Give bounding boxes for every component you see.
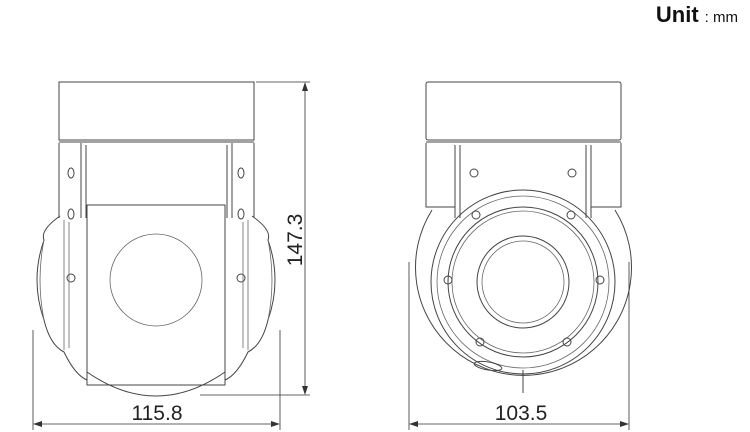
side-top-housing	[425, 81, 622, 141]
front-height-dim: 147.3	[284, 214, 307, 267]
front-bracket	[58, 143, 255, 218]
front-width-dim: 115.8	[132, 402, 183, 425]
side-lens	[476, 235, 570, 329]
side-view: 103.5	[408, 81, 632, 430]
front-lens	[109, 233, 203, 327]
unit-label: Unit : mm	[656, 2, 738, 28]
side-outer-ring	[430, 189, 616, 375]
side-ball-outline	[415, 209, 632, 376]
front-center-block	[86, 204, 226, 386]
front-view: 115.8 147.3	[32, 81, 310, 430]
unit-value: : mm	[704, 9, 738, 26]
front-ball-bottom	[86, 371, 226, 397]
unit-title: Unit	[655, 2, 699, 27]
front-top-housing	[58, 81, 255, 141]
side-width-dim: 103.5	[495, 402, 548, 425]
side-screws	[443, 168, 605, 347]
